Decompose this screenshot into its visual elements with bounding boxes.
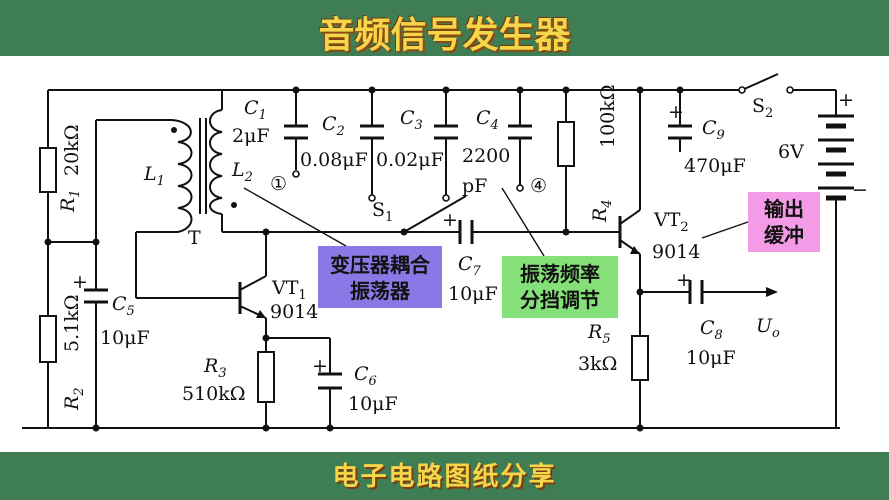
frequency-callout-line2: 分挡调节 [520,288,600,312]
c6-plus: + [312,355,328,377]
c4-label: C4 [476,107,499,133]
circuit-diagram: 变压器耦合 振荡器 振荡频率 分挡调节 输出 缓冲 C1 2μF C2 0.08… [22,73,868,432]
c9-capacitor [668,124,692,140]
c9-plus: + [668,101,684,123]
c1-label: C1 [244,97,267,123]
c1-capacitor [284,124,308,140]
c7-label: C7 [458,253,482,279]
l1-label: L1 [143,163,165,189]
r3-label: R3 [203,355,227,381]
callout-pointer [701,221,749,239]
title-bar [0,0,889,56]
c8-plus: + [676,269,692,291]
c5-label: C5 [112,293,135,319]
buffer-callout-line1: 输出 [764,197,804,221]
r5-label: R5 [587,321,611,347]
vt2-model: 9014 [652,241,700,263]
s2-switch-arm [741,73,779,91]
r5-value: 3kΩ [578,353,617,375]
c6-label: C6 [354,363,377,389]
battery-plus: + [838,89,854,111]
c3-value: 0.02μF [376,149,444,171]
r2-label: R2 [61,387,87,411]
transformer-t [171,109,223,233]
c2-capacitor [360,124,384,140]
frequency-callout-line1: 振荡频率 [520,262,600,286]
l1-coil-icon [171,119,193,233]
s2-label: S2 [752,95,773,121]
c2-label: C2 [322,113,345,139]
vt1-label: VT1 [271,277,307,303]
c3-capacitor [434,124,458,140]
r3-value: 510kΩ [182,383,246,405]
c5-capacitor [84,288,108,304]
c3-label: C3 [400,107,423,133]
c6-value: 10μF [348,393,398,415]
r1-resistor [39,147,57,193]
footer-bar [0,452,889,500]
r4-label: R4 [589,199,615,223]
callout-pointer [501,187,545,257]
r4-value: 100kΩ [597,84,619,148]
buffer-callout-box [748,192,820,252]
r1-value: 20kΩ [61,125,83,176]
footer-caption: 电子电路图纸分享 [332,462,557,492]
c4-capacitor [508,124,532,140]
c8-value: 10μF [686,347,736,369]
c6-capacitor [318,372,342,390]
transformer-callout-line1: 变压器耦合 [330,253,431,277]
page-title: 音频信号发生器 [318,15,571,56]
c2-value: 0.08μF [300,149,368,171]
vt2-label: VT2 [653,209,689,235]
position-1-marker: ① [270,173,287,195]
junction-dots [44,86,684,432]
transformer-label: T [188,227,201,249]
r2-value: 5.1kΩ [61,295,83,352]
vt1-model: 9014 [270,301,318,323]
c8-capacitor [688,280,704,304]
battery-icon [818,114,854,206]
r1-label: R1 [57,189,83,213]
transformer-callout-line2: 振荡器 [350,279,411,303]
schematic-canvas: 变压器耦合 振荡器 振荡频率 分挡调节 输出 缓冲 C1 2μF C2 0.08… [0,56,889,452]
transformer-callout-box [318,246,442,308]
output-arrow-icon [766,287,778,297]
c4-value: 2200 [462,145,510,167]
c9-label: C9 [702,117,725,143]
output-label: Uo [756,315,780,341]
buffer-callout-line2: 缓冲 [764,223,804,247]
r2-resistor [39,315,57,363]
c7-plus: + [442,209,458,231]
c7-capacitor [458,220,474,244]
position-4-marker: ④ [530,175,547,197]
r3-resistor [257,351,275,403]
s1-label: S1 [372,199,393,225]
r4-resistor [557,121,575,167]
switch-contacts [292,86,794,202]
c1-value: 2μF [232,125,270,147]
c7-value: 10μF [448,283,498,305]
c5-plus: + [72,271,88,293]
vt2-transistor-icon [618,209,641,255]
vt1-transistor-icon [238,275,267,319]
c5-value: 10μF [100,327,150,349]
frequency-callout-box [502,256,618,318]
l2-coil-icon [209,109,223,215]
l2-label: L2 [231,159,253,185]
c9-value: 470μF [684,155,746,177]
battery-minus: − [852,179,868,201]
r5-resistor [631,335,649,381]
c4-value-unit: pF [462,175,487,197]
battery-voltage: 6V [778,141,804,163]
c8-label: C8 [700,317,723,343]
s1-switch-arm [403,195,467,233]
callout-pointer [243,187,347,247]
